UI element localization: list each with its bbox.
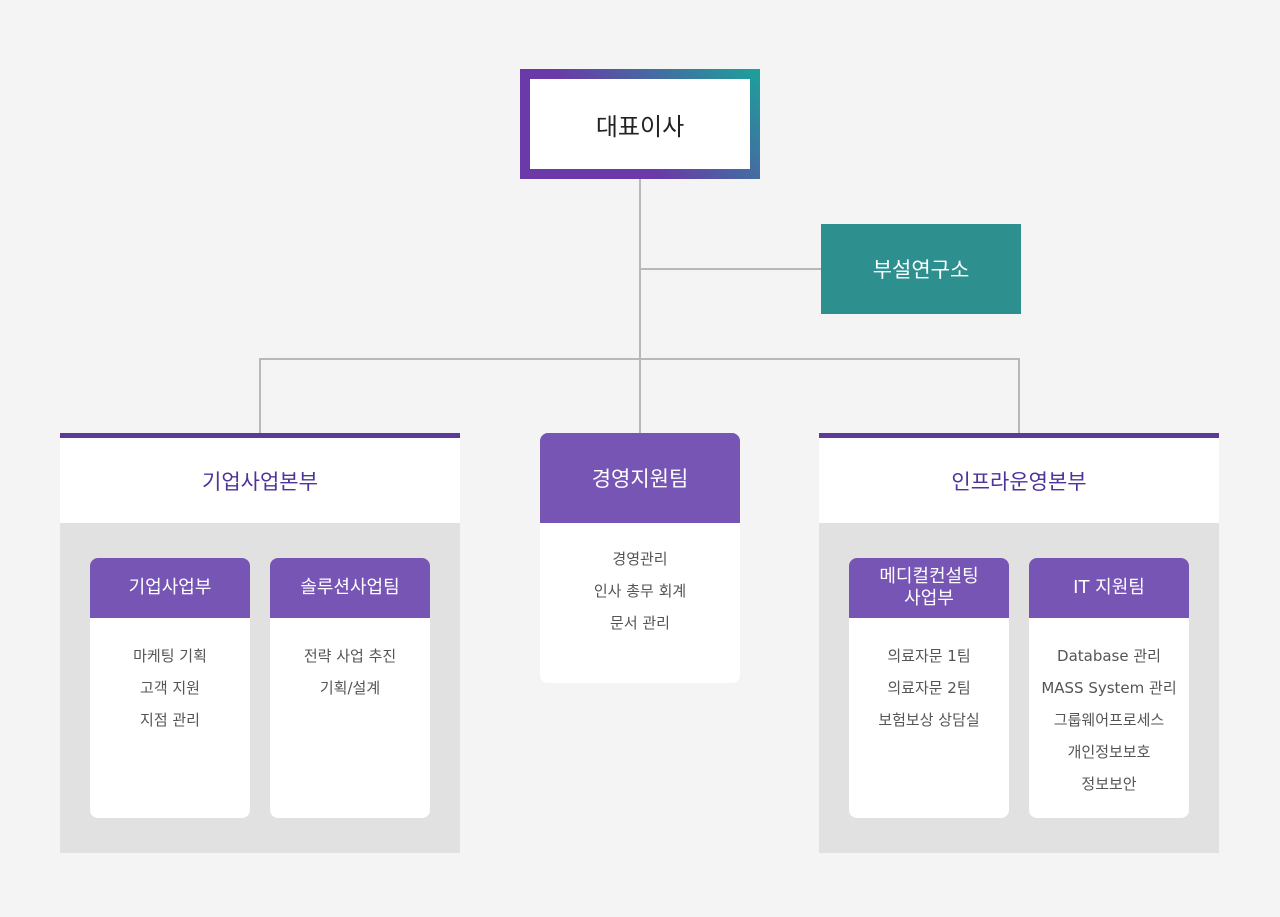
team-duty-item: MASS System 관리 (1041, 679, 1177, 697)
team-title: 메디컬컨설팅 사업부 (849, 558, 1009, 618)
team-card-it-support: IT 지원팀 Database 관리 MASS System 관리 그룹웨어프로… (1029, 558, 1189, 818)
team-duty-item: Database 관리 (1057, 647, 1161, 665)
team-duty-item: 정보보안 (1081, 775, 1137, 793)
team-duty-item: 고객 지원 (140, 679, 200, 697)
team-duty-item: 의료자문 2팀 (887, 679, 971, 697)
team-title: IT 지원팀 (1029, 558, 1189, 618)
team-duty-item: 의료자문 1팀 (887, 647, 971, 665)
division-corporate-business: 기업사업본부 기업사업부 마케팅 기획 고객 지원 지점 관리 솔루션사업팀 전… (60, 433, 460, 853)
research-lab-box: 부설연구소 (821, 224, 1021, 314)
team-duty-list: 의료자문 1팀 의료자문 2팀 보험보상 상담실 (849, 618, 1009, 736)
connector-ceo-vertical (639, 179, 641, 433)
team-duty-list: 전략 사업 추진 기획/설계 (270, 618, 430, 704)
team-card-solution-business: 솔루션사업팀 전략 사업 추진 기획/설계 (270, 558, 430, 818)
team-title: 솔루션사업팀 (270, 558, 430, 618)
team-duty-item: 마케팅 기획 (133, 647, 207, 665)
team-duty-list: 경영관리 인사 총무 회계 문서 관리 (540, 523, 740, 639)
team-duty-item: 문서 관리 (610, 614, 670, 632)
team-card-medical-consulting: 메디컬컨설팅 사업부 의료자문 1팀 의료자문 2팀 보험보상 상담실 (849, 558, 1009, 818)
connector-lab-horizontal (640, 268, 821, 270)
team-card-corporate-business: 기업사업부 마케팅 기획 고객 지원 지점 관리 (90, 558, 250, 818)
division-title: 기업사업본부 (60, 438, 460, 523)
team-duty-list: 마케팅 기획 고객 지원 지점 관리 (90, 618, 250, 736)
team-duty-item: 그룹웨어프로세스 (1053, 711, 1165, 729)
connector-divisions-horizontal (259, 358, 1020, 360)
team-duty-item: 전략 사업 추진 (303, 647, 397, 665)
team-duty-item: 개인정보보호 (1067, 743, 1151, 761)
team-title: 기업사업부 (90, 558, 250, 618)
team-duty-item: 지점 관리 (140, 711, 200, 729)
team-duty-item: 경영관리 (612, 550, 668, 568)
team-duty-item: 인사 총무 회계 (593, 582, 687, 600)
connector-right-division (1018, 358, 1020, 433)
research-lab-label: 부설연구소 (872, 258, 970, 282)
ceo-label: 대표이사 (530, 79, 750, 169)
connector-left-division (259, 358, 261, 433)
division-title: 인프라운영본부 (819, 438, 1219, 523)
team-title-line: 사업부 (904, 588, 954, 609)
team-duty-item: 보험보상 상담실 (878, 711, 980, 729)
team-duty-list: Database 관리 MASS System 관리 그룹웨어프로세스 개인정보… (1029, 618, 1189, 800)
division-infrastructure-operations: 인프라운영본부 메디컬컨설팅 사업부 의료자문 1팀 의료자문 2팀 보험보상 … (819, 433, 1219, 853)
ceo-box: 대표이사 (520, 69, 760, 179)
team-title-line: 메디컬컨설팅 (879, 566, 979, 587)
team-title: 경영지원팀 (540, 433, 740, 523)
team-duty-item: 기획/설계 (319, 679, 381, 697)
team-card-management-support: 경영지원팀 경영관리 인사 총무 회계 문서 관리 (540, 433, 740, 683)
